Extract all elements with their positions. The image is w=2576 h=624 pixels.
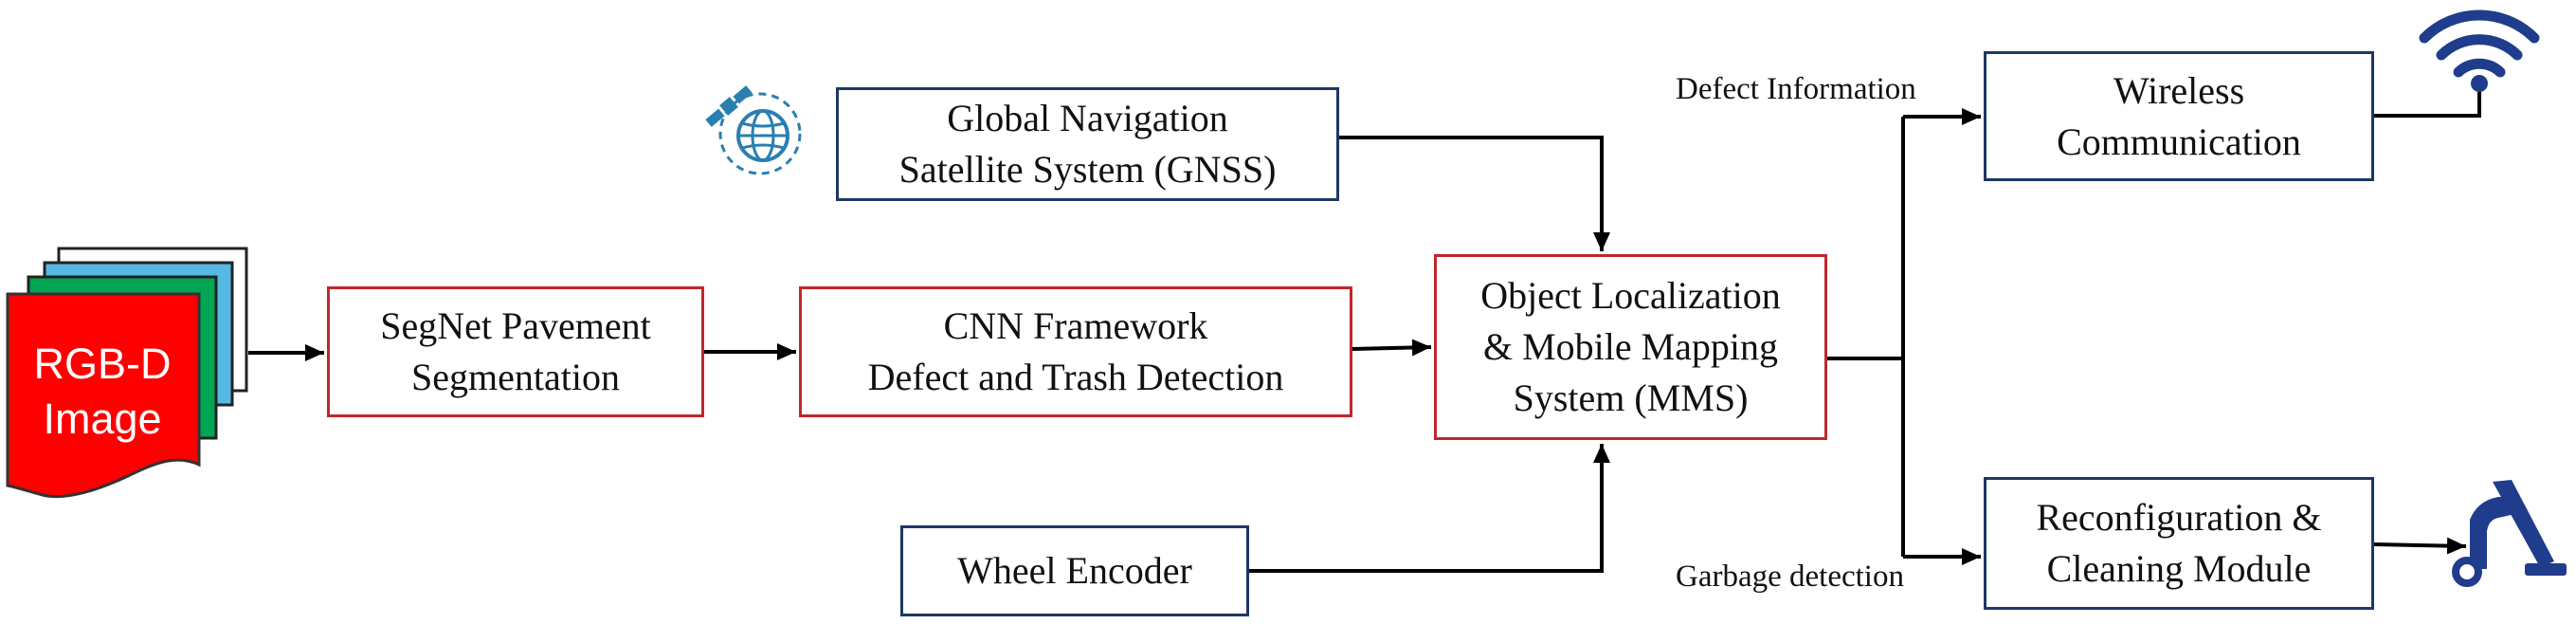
segnet-line2: Segmentation xyxy=(411,356,620,398)
arrow-wheel-to-mms xyxy=(1249,444,1610,573)
rgbd-label-line2: Image xyxy=(43,394,162,443)
wifi-icon xyxy=(2419,9,2540,92)
cnn-line2: Defect and Trash Detection xyxy=(867,356,1284,398)
mms-line1: Object Localization xyxy=(1480,274,1781,317)
gnss-line2: Satellite System (GNSS) xyxy=(898,148,1277,191)
cnn-box: CNN Framework Defect and Trash Detection xyxy=(799,286,1352,417)
satellite-globe-icon xyxy=(705,85,802,175)
cnn-line1: CNN Framework xyxy=(943,304,1208,347)
wireless-line1: Wireless xyxy=(2113,68,2245,112)
mms-box: Object Localization & Mobile Mapping Sys… xyxy=(1434,254,1827,440)
segnet-line1: SegNet Pavement xyxy=(380,304,651,347)
connectors xyxy=(248,91,2481,573)
arrow-gnss-to-mms xyxy=(1339,136,1610,251)
defect-information-label: Defect Information xyxy=(1676,72,1916,106)
arrow-reconfig-to-vacuum xyxy=(2373,537,2467,555)
reconfig-box: Reconfiguration & Cleaning Module xyxy=(1984,477,2374,610)
arrow-cnn-to-mms xyxy=(1351,339,1432,357)
vacuum-cleaner-icon xyxy=(2452,480,2567,587)
image-layer-red xyxy=(6,292,201,499)
gnss-line1: Global Navigation xyxy=(947,97,1228,139)
rgbd-image-stack xyxy=(6,247,248,499)
reconfig-line1: Reconfiguration & xyxy=(2036,496,2322,539)
mms-line3: System (MMS) xyxy=(1513,376,1749,419)
rgbd-label-line1: RGB-D xyxy=(33,339,172,388)
wheel-encoder-box: Wheel Encoder xyxy=(900,525,1249,616)
mms-line2: & Mobile Mapping xyxy=(1482,325,1779,368)
reconfig-line2: Cleaning Module xyxy=(2046,547,2312,590)
wireless-box: Wireless Communication xyxy=(1984,51,2374,181)
line-wireless-to-wifi xyxy=(2374,91,2481,118)
rgbd-image-label: RGB-D Image xyxy=(8,294,197,488)
garbage-detection-label: Garbage detection xyxy=(1676,560,1904,594)
gnss-box: Global Navigation Satellite System (GNSS… xyxy=(836,87,1339,201)
segnet-box: SegNet Pavement Segmentation xyxy=(327,286,704,417)
wheel-line1: Wheel Encoder xyxy=(957,549,1192,592)
wireless-line2: Communication xyxy=(2057,119,2301,163)
